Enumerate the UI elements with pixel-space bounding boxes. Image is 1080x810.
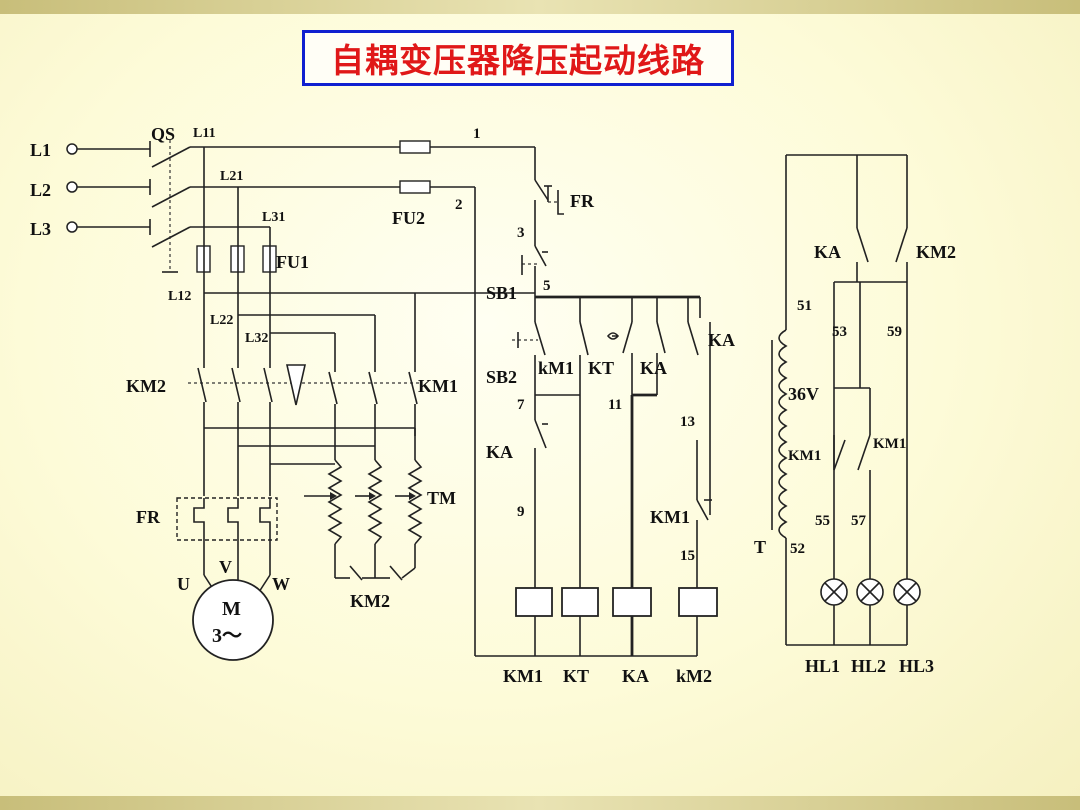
label-l31: L31 bbox=[262, 210, 285, 225]
lamp-label-hl3: HL3 bbox=[899, 656, 934, 676]
label-n59: 59 bbox=[887, 324, 902, 340]
label-n13: 13 bbox=[680, 414, 695, 430]
label-n1: 1 bbox=[473, 126, 481, 142]
control-circuit: FR 3 SB1 5 SB2 bbox=[475, 147, 735, 686]
title-box: 自耦变压器降压起动线路 bbox=[302, 30, 734, 86]
label-km2-lamp: KM2 bbox=[916, 242, 956, 262]
coil-label-km1: KM1 bbox=[503, 666, 543, 686]
label-l21: L21 bbox=[220, 169, 243, 184]
coil-ka bbox=[612, 587, 652, 617]
label-v: V bbox=[219, 557, 232, 577]
label-n2: 2 bbox=[455, 197, 463, 213]
label-w: W bbox=[272, 574, 290, 594]
label-km2-main: KM2 bbox=[126, 376, 166, 396]
label-qs: QS bbox=[151, 124, 175, 144]
label-km2-star: KM2 bbox=[350, 591, 390, 611]
label-km1-nc: KM1 bbox=[650, 507, 690, 527]
label-fu1: FU1 bbox=[276, 252, 309, 272]
label-n53: 53 bbox=[832, 324, 847, 340]
coil-km2 bbox=[678, 587, 718, 617]
lamp-hl3 bbox=[893, 578, 921, 606]
autotransformer-tm: TM KM2 bbox=[204, 427, 456, 611]
label-km1-t: KM1 bbox=[788, 448, 821, 464]
label-n7: 7 bbox=[517, 397, 525, 413]
label-n51: 51 bbox=[797, 298, 812, 314]
label-n15: 15 bbox=[680, 548, 695, 564]
label-km1-lamp: KM1 bbox=[873, 436, 906, 452]
label-l12: L12 bbox=[168, 289, 191, 304]
label-n55: 55 bbox=[815, 513, 830, 529]
label-ka-left: KA bbox=[486, 442, 513, 462]
motor bbox=[192, 579, 274, 661]
label-ka-contact: KA bbox=[640, 358, 667, 378]
label-fr-ctrl: FR bbox=[570, 191, 595, 211]
label-n5: 5 bbox=[543, 278, 551, 294]
label-l32: L32 bbox=[245, 331, 268, 346]
label-km1-main: KM1 bbox=[418, 376, 458, 396]
coil-label-km2: kM2 bbox=[676, 666, 712, 686]
label-n57: 57 bbox=[851, 513, 867, 529]
label-n52: 52 bbox=[790, 541, 805, 557]
bottom-bar bbox=[0, 796, 1080, 810]
label-tm: TM bbox=[427, 488, 456, 508]
label-36v: 36V bbox=[788, 384, 819, 404]
label-u: U bbox=[177, 574, 190, 594]
label-l22: L22 bbox=[210, 313, 233, 328]
lamp-hl1 bbox=[820, 578, 848, 606]
thermal-relay-and-motor: FR U V W M 3～ bbox=[136, 497, 290, 661]
label-kt-contact: KT bbox=[588, 358, 614, 378]
coil-km1 bbox=[515, 587, 553, 617]
label-fu2: FU2 bbox=[392, 208, 425, 228]
page-title: 自耦变压器降压起动线路 bbox=[331, 41, 705, 80]
label-l2: L2 bbox=[30, 180, 51, 200]
label-sb1: SB1 bbox=[486, 283, 517, 303]
top-bar bbox=[0, 0, 1080, 14]
main-power-lines: FU1 L12 L22 L32 bbox=[168, 146, 535, 372]
label-km1-contact: kM1 bbox=[538, 358, 574, 378]
lamp-label-hl2: HL2 bbox=[851, 656, 886, 676]
coil-label-kt: KT bbox=[563, 666, 589, 686]
lamp-label-hl1: HL1 bbox=[805, 656, 840, 676]
label-n11: 11 bbox=[608, 397, 622, 413]
motor-label-m: M bbox=[222, 598, 241, 620]
label-t: T bbox=[754, 537, 766, 557]
label-l1: L1 bbox=[30, 140, 51, 160]
label-n3: 3 bbox=[517, 225, 525, 241]
coil-kt bbox=[561, 587, 599, 617]
motor-label-3: 3～ bbox=[212, 625, 242, 647]
label-n9: 9 bbox=[517, 504, 525, 520]
label-ka-lamp: KA bbox=[814, 242, 841, 262]
label-l11: L11 bbox=[193, 126, 216, 141]
label-ka-top: KA bbox=[708, 330, 735, 350]
coil-label-ka: KA bbox=[622, 666, 649, 686]
label-sb2: SB2 bbox=[486, 367, 517, 387]
indicator-circuit: KA KM2 51 53 59 36V KM1 KM1 55 57 T 52 bbox=[754, 154, 956, 676]
main-contactors: KM2 KM1 bbox=[126, 364, 458, 496]
label-l3: L3 bbox=[30, 219, 51, 239]
power-inputs: L1 L2 L3 QS L11 L21 L31 bbox=[30, 124, 285, 273]
fu2: FU2 1 2 bbox=[392, 126, 481, 656]
lamp-hl2 bbox=[856, 578, 884, 606]
label-fr-main: FR bbox=[136, 507, 161, 527]
